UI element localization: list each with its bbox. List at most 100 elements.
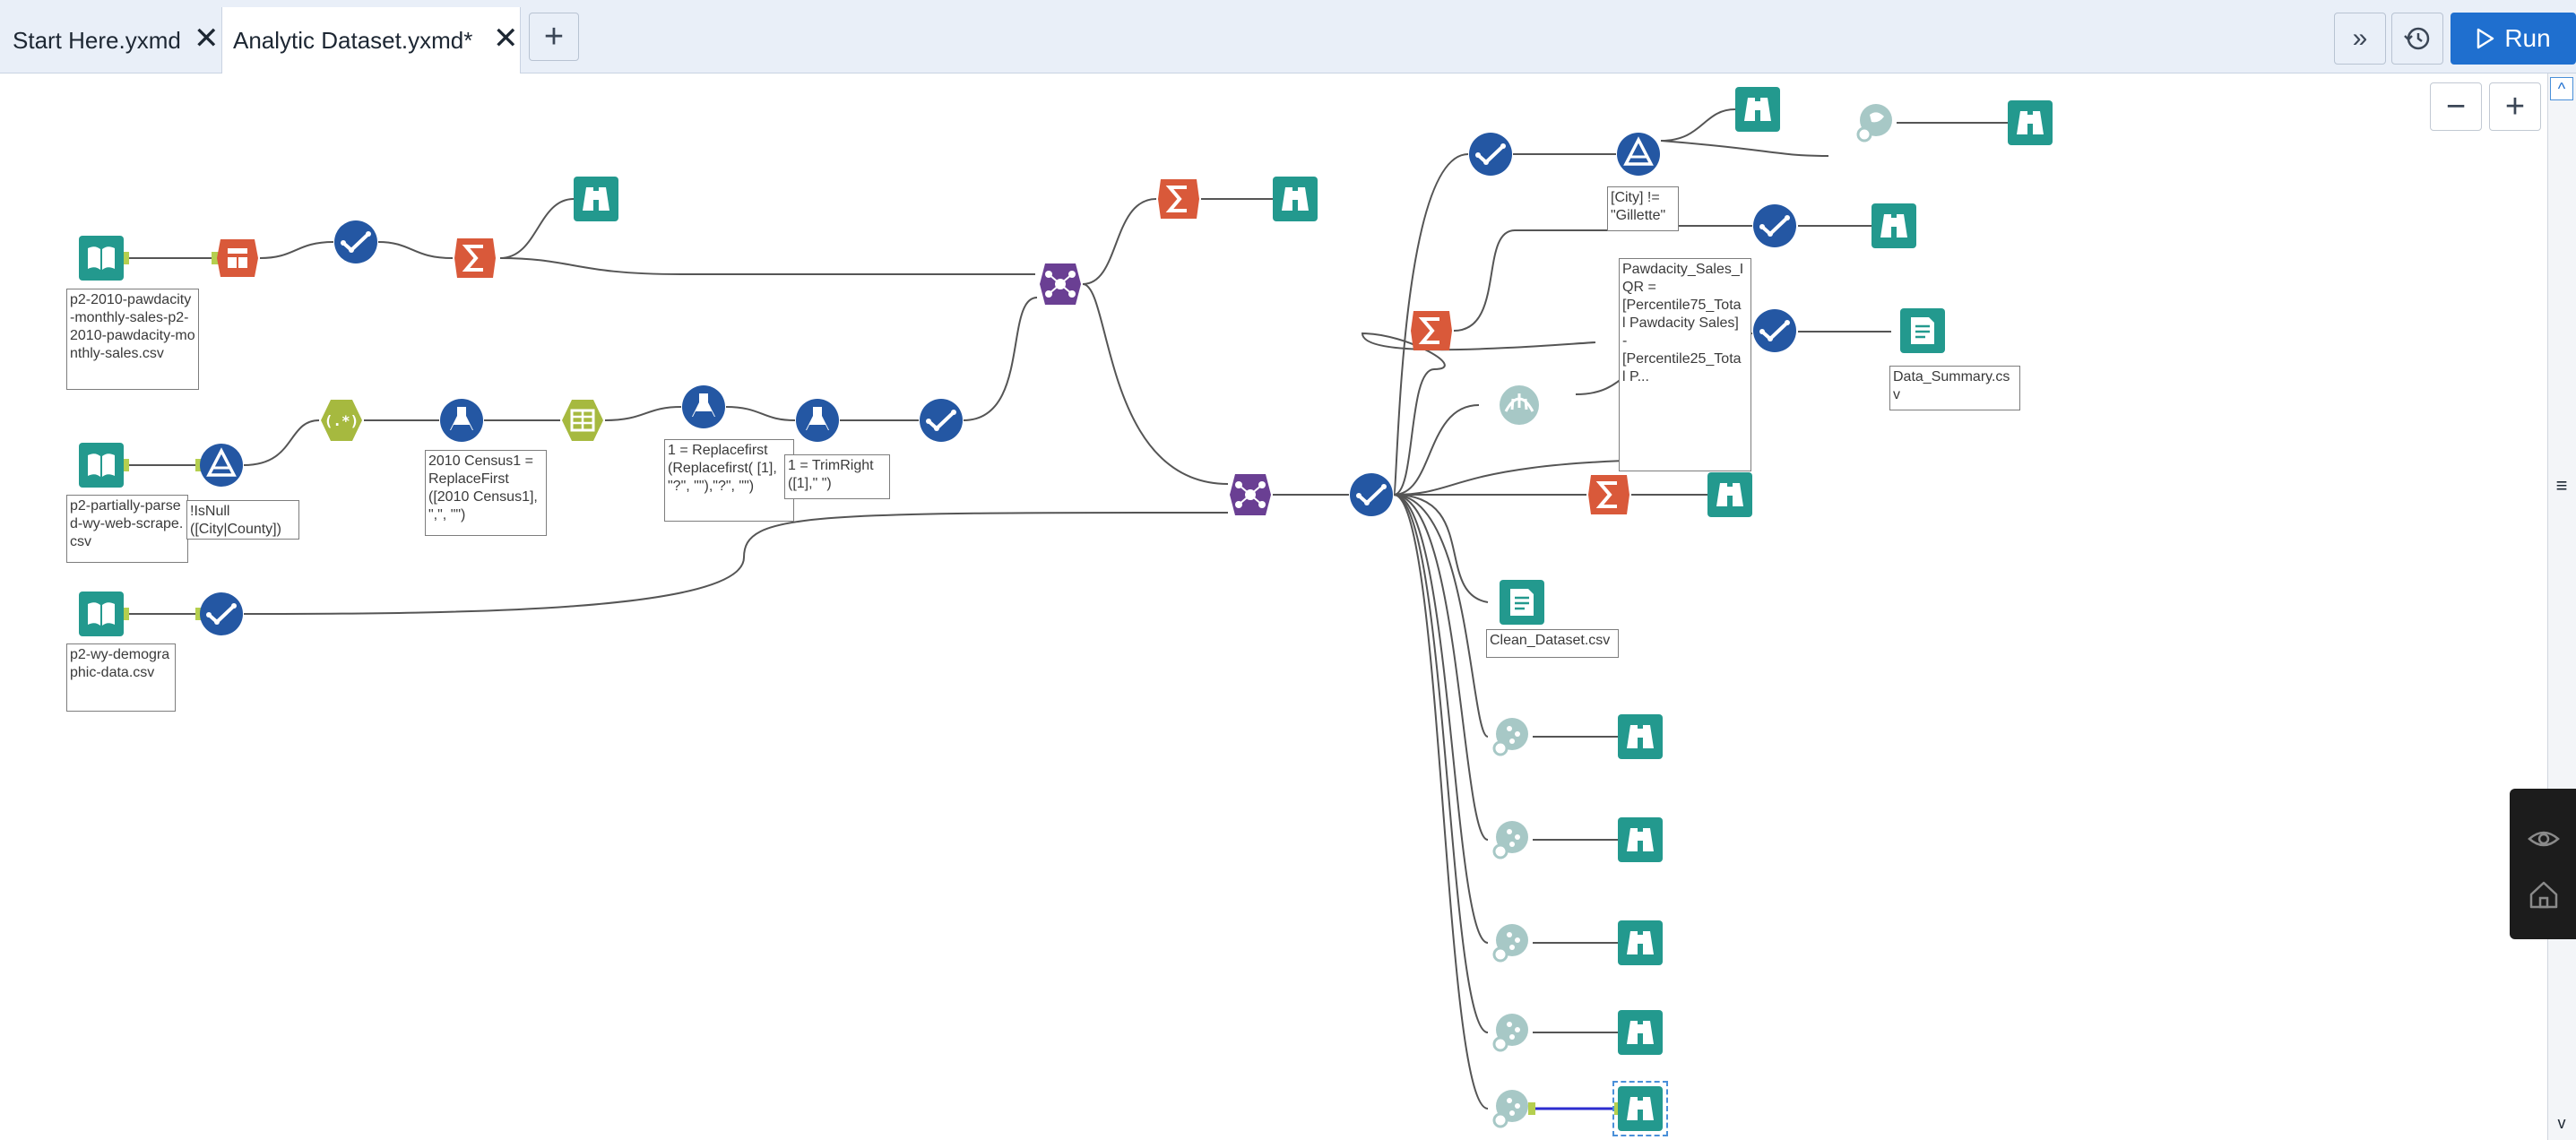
select-tool[interactable]: [1752, 203, 1797, 248]
connection-wire[interactable]: [1393, 494, 1489, 1110]
tab-analytic-dataset[interactable]: Analytic Dataset.yxmd* ✕: [221, 7, 521, 73]
input-data-tool[interactable]: [79, 592, 124, 636]
connection-wire[interactable]: [1393, 494, 1489, 841]
history-button[interactable]: [2391, 13, 2443, 65]
binoculars-icon: [1618, 714, 1663, 759]
formula-tool[interactable]: [795, 398, 840, 443]
select-tool[interactable]: [1752, 308, 1797, 353]
select-tool[interactable]: [1468, 132, 1513, 177]
summarize-tool[interactable]: [453, 236, 497, 281]
connection-wire[interactable]: [1393, 494, 1489, 944]
run-button[interactable]: Run: [2451, 13, 2576, 65]
checkmark-icon: [1753, 204, 1796, 247]
connection-wire[interactable]: [377, 241, 454, 259]
annotation-formula-iqr: Pawdacity_Sales_I QR = [Percentile75_Tot…: [1619, 258, 1751, 471]
connection-wire[interactable]: [1082, 198, 1157, 285]
browse-tool[interactable]: [1618, 920, 1663, 965]
connection-wire[interactable]: [963, 297, 1038, 421]
regex-tool[interactable]: (.*): [319, 398, 364, 443]
zoom-in-button[interactable]: +: [2489, 82, 2541, 131]
text-to-columns-tool[interactable]: [215, 236, 260, 281]
browse-tool[interactable]: [1871, 203, 1916, 248]
spatial-tool[interactable]: [1488, 920, 1533, 965]
scroll-up-button[interactable]: ^: [2550, 77, 2573, 100]
panel-grip-icon[interactable]: ≡: [2555, 474, 2568, 497]
connection-wire[interactable]: [725, 406, 796, 421]
join-icon: [1230, 474, 1271, 515]
connection-wire[interactable]: [243, 419, 320, 466]
browse-tool[interactable]: [1735, 87, 1780, 132]
connection-wire[interactable]: [604, 406, 682, 421]
output-data-tool[interactable]: [1900, 308, 1945, 353]
connection-wire[interactable]: [243, 512, 1229, 615]
spatial-tool[interactable]: [1488, 817, 1533, 862]
connection-wire[interactable]: [1393, 494, 1489, 603]
select-tool[interactable]: [919, 398, 964, 443]
expand-panel-button[interactable]: »: [2334, 13, 2386, 65]
select-tool[interactable]: [1349, 472, 1394, 517]
spatial-icon: [1492, 1090, 1528, 1128]
formula-tool[interactable]: [681, 384, 726, 429]
browse-tool[interactable]: [574, 177, 618, 221]
connection-wire[interactable]: [1393, 404, 1480, 496]
home-icon[interactable]: [2528, 878, 2560, 911]
connection-wire[interactable]: [1393, 153, 1469, 496]
spatial-tool[interactable]: [1497, 383, 1542, 428]
globe-icon: [1856, 104, 1892, 142]
spatial-tool[interactable]: [1488, 714, 1533, 759]
zoom-out-button[interactable]: −: [2430, 82, 2482, 131]
connection-wire[interactable]: [499, 257, 1035, 275]
spatial-tool[interactable]: [1488, 1086, 1533, 1131]
sigma-icon: [454, 238, 496, 278]
workflow-canvas[interactable]: (.*): [0, 73, 2546, 1140]
connection-wire[interactable]: [1082, 283, 1229, 485]
browse-tool[interactable]: [1618, 1010, 1663, 1055]
browse-tool[interactable]: [1273, 177, 1318, 221]
scroll-down-button[interactable]: v: [2557, 1113, 2566, 1132]
formula-tool[interactable]: [439, 398, 484, 443]
connection-wire[interactable]: [1660, 140, 1829, 157]
select-tool[interactable]: [333, 220, 378, 264]
vertical-scrollbar[interactable]: [2547, 73, 2576, 1140]
connection-wire[interactable]: [259, 241, 334, 259]
join-tool[interactable]: [1038, 262, 1083, 307]
annotation-formula-census: 2010 Census1 = ReplaceFirst ([2010 Censu…: [425, 450, 547, 536]
connection-wire[interactable]: [1393, 494, 1489, 738]
sigma-icon: [1588, 475, 1629, 514]
close-icon[interactable]: ✕: [194, 22, 220, 56]
add-tab-button[interactable]: +: [529, 13, 579, 61]
summarize-tool[interactable]: [1586, 472, 1631, 517]
browse-tool[interactable]: [1707, 472, 1752, 517]
spatial-icon: [1492, 924, 1528, 963]
spatial-icon: [1492, 718, 1528, 756]
flask-icon: [440, 399, 483, 442]
summarize-tool[interactable]: [1156, 177, 1201, 221]
annotation-formula-trimright: 1 = TrimRight ([1]," "): [784, 454, 890, 499]
summarize-tool[interactable]: [1409, 308, 1454, 353]
input-data-tool[interactable]: [79, 236, 124, 281]
connection-wire[interactable]: [1393, 494, 1489, 1033]
parse-tool[interactable]: [560, 398, 605, 443]
join-tool[interactable]: [1228, 472, 1273, 517]
browse-tool[interactable]: [1618, 817, 1663, 862]
close-icon[interactable]: ✕: [493, 22, 519, 56]
browse-tool-selected[interactable]: [1612, 1081, 1668, 1136]
browse-tool[interactable]: [1618, 714, 1663, 759]
connection-wire[interactable]: [1660, 108, 1736, 142]
input-data-tool[interactable]: [79, 443, 124, 488]
output-data-tool[interactable]: [1500, 580, 1544, 625]
filter-tool[interactable]: [1616, 132, 1661, 177]
checkmark-icon: [1469, 133, 1512, 176]
connection-wire[interactable]: [499, 198, 575, 259]
checkmark-icon: [1753, 309, 1796, 352]
select-tool[interactable]: [199, 592, 244, 636]
eye-icon[interactable]: [2528, 823, 2560, 855]
connection-wire[interactable]: [1361, 332, 1596, 496]
browse-tool[interactable]: [2008, 100, 2053, 145]
spatial-tool[interactable]: [1488, 1010, 1533, 1055]
connection-wire[interactable]: [1453, 229, 1645, 332]
spatial-match-tool[interactable]: [1852, 100, 1897, 145]
checkmark-icon: [200, 592, 243, 635]
filter-tool[interactable]: [199, 443, 244, 488]
tab-start-here[interactable]: Start Here.yxmd ✕: [0, 7, 220, 73]
